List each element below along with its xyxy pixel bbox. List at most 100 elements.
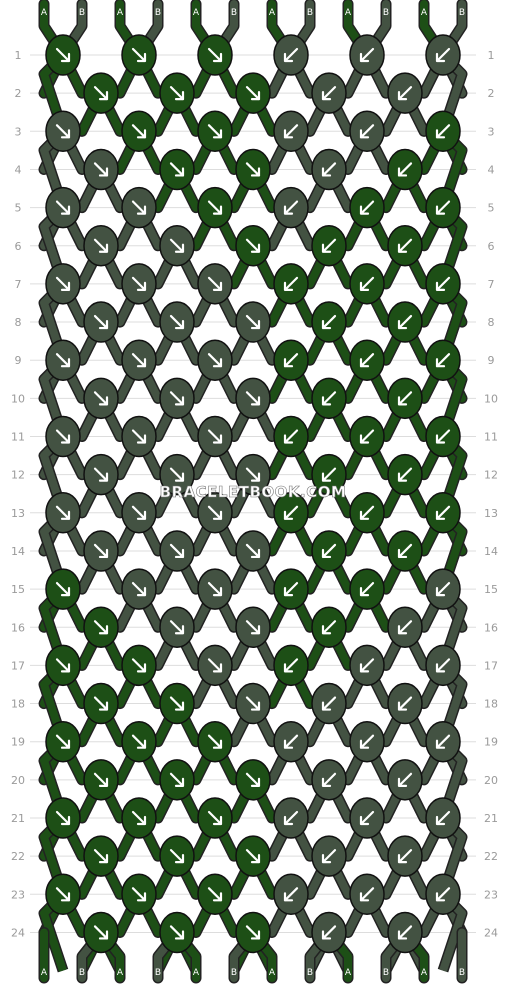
arrow-down-left-icon [283,505,299,520]
arrow-down-left-icon [397,925,413,940]
strand-label-top: B [459,8,465,18]
arrow-down-right-icon [93,238,109,253]
knot [197,34,233,76]
knot [349,568,385,610]
row-label-right: 20 [484,774,498,787]
knot [121,644,157,687]
arrow-down-right-icon [245,162,261,177]
arrow-down-right-icon [93,314,109,330]
knot [159,759,195,801]
arrow-down-right-icon [207,734,223,749]
arrow-down-right-icon [245,391,261,406]
arrow-down-right-icon [93,162,109,177]
arrow-down-right-icon [245,467,261,482]
knot [159,301,195,343]
knot [425,186,461,229]
arrow-down-right-icon [207,505,223,520]
arrow-down-left-icon [435,887,451,902]
arrow-down-right-icon [131,353,147,368]
row-label-right: 9 [488,354,495,367]
arrow-down-right-icon [207,276,223,291]
arrow-down-right-icon [207,47,223,63]
arrow-down-left-icon [397,467,413,482]
row-label-right: 19 [484,736,498,749]
arrow-down-right-icon [207,200,223,215]
strand-label-bottom: B [231,968,237,978]
arrow-down-left-icon [397,696,413,711]
knot [197,492,233,534]
knot [273,644,309,687]
arrow-down-right-icon [93,467,109,482]
arrow-down-left-icon [435,734,451,749]
arrow-down-left-icon [359,124,375,139]
knot [235,148,271,191]
row-label-right: 17 [484,659,498,672]
arrow-down-left-icon [321,86,337,101]
row-label-left: 17 [11,659,25,672]
arrow-down-right-icon [207,582,223,597]
knot [311,682,347,725]
knot [121,797,157,839]
knot [83,225,119,267]
row-label-left: 15 [11,583,25,596]
arrow-down-right-icon [55,887,71,902]
knot [387,911,423,954]
arrow-down-left-icon [321,314,337,330]
strand-label-top: B [307,8,313,18]
arrow-down-left-icon [435,429,451,444]
row-label-left: 13 [11,507,25,520]
knot [273,110,309,153]
arrow-down-right-icon [93,391,109,406]
knot [425,110,461,153]
arrow-down-left-icon [321,925,337,940]
arrow-down-left-icon [321,467,337,482]
arrow-down-right-icon [169,314,185,330]
strand-label-bottom: A [345,968,352,978]
arrow-down-right-icon [245,314,261,330]
arrow-down-left-icon [435,124,451,139]
row-label-left: 4 [15,163,22,176]
row-label-left: 19 [11,736,25,749]
knot [311,835,347,877]
knot [83,682,119,725]
knot [235,606,271,648]
knot [425,644,461,687]
knot [197,720,233,763]
row-label-left: 2 [15,87,22,100]
arrow-down-right-icon [93,620,109,635]
arrow-down-right-icon [169,849,185,864]
row-label-right: 14 [484,545,498,558]
arrow-down-right-icon [131,276,147,291]
strand-label-bottom: A [117,968,124,978]
row-label-right: 7 [488,278,495,291]
row-label-left: 1 [15,49,22,62]
knot [387,148,423,191]
row-label-right: 12 [484,469,498,482]
arrow-down-right-icon [169,391,185,406]
knot [45,186,81,229]
arrow-down-left-icon [283,124,299,139]
knot [45,644,81,687]
arrow-down-right-icon [169,162,185,177]
knot [387,682,423,725]
row-label-left: 21 [11,812,25,825]
knot [197,873,233,916]
knot [387,377,423,420]
knot [311,911,347,954]
arrow-down-right-icon [131,124,147,139]
arrow-down-left-icon [283,276,299,291]
knot [45,110,81,153]
knot [45,797,81,839]
row-label-left: 22 [11,850,25,863]
arrow-down-right-icon [245,696,261,711]
knot [159,682,195,725]
arrow-down-right-icon [55,582,71,597]
strand-label-top: B [155,8,161,18]
knot [121,339,157,381]
strand-label-top: A [41,8,48,18]
arrow-down-left-icon [359,47,375,63]
arrow-down-right-icon [55,47,71,63]
arrow-down-left-icon [359,505,375,520]
